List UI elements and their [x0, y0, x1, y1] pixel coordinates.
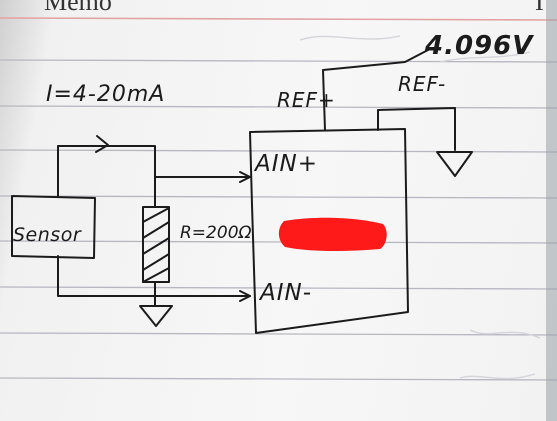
- ain-minus-label: AIN-: [260, 280, 313, 306]
- ref-plus-wire: [322, 49, 429, 131]
- header-rule: [0, 17, 557, 21]
- voltage-label: 4.096V: [425, 31, 534, 61]
- resistor-hatch: [142, 207, 170, 283]
- current-loop-wire: [57, 145, 156, 197]
- ref-ground-icon: [436, 151, 473, 177]
- resistor-label: R=200Ω: [180, 223, 252, 243]
- ain-plus-label: AIN+: [255, 151, 318, 177]
- adc-box: [249, 128, 409, 334]
- notepad-header-title: Memo: [44, 0, 112, 16]
- sensor-box: [11, 195, 96, 259]
- ref-plus-label: REF+: [277, 88, 336, 112]
- resistor-ground-icon: [139, 305, 173, 327]
- circuit-sketch: [11, 49, 473, 334]
- notepad-header-corner: I: [535, 0, 544, 16]
- ref-minus-label: REF-: [398, 72, 447, 96]
- show-through: [299, 35, 541, 380]
- photo-edge: [546, 0, 557, 421]
- sensor-label: Sensor: [13, 224, 82, 246]
- current-arrow: [95, 135, 109, 153]
- redaction-mark: [278, 217, 387, 252]
- ain-minus-wire: [57, 255, 251, 297]
- current-label: I=4-20mA: [46, 82, 166, 107]
- ruled-lines: [0, 59, 557, 381]
- ref-minus-wire: [377, 107, 456, 151]
